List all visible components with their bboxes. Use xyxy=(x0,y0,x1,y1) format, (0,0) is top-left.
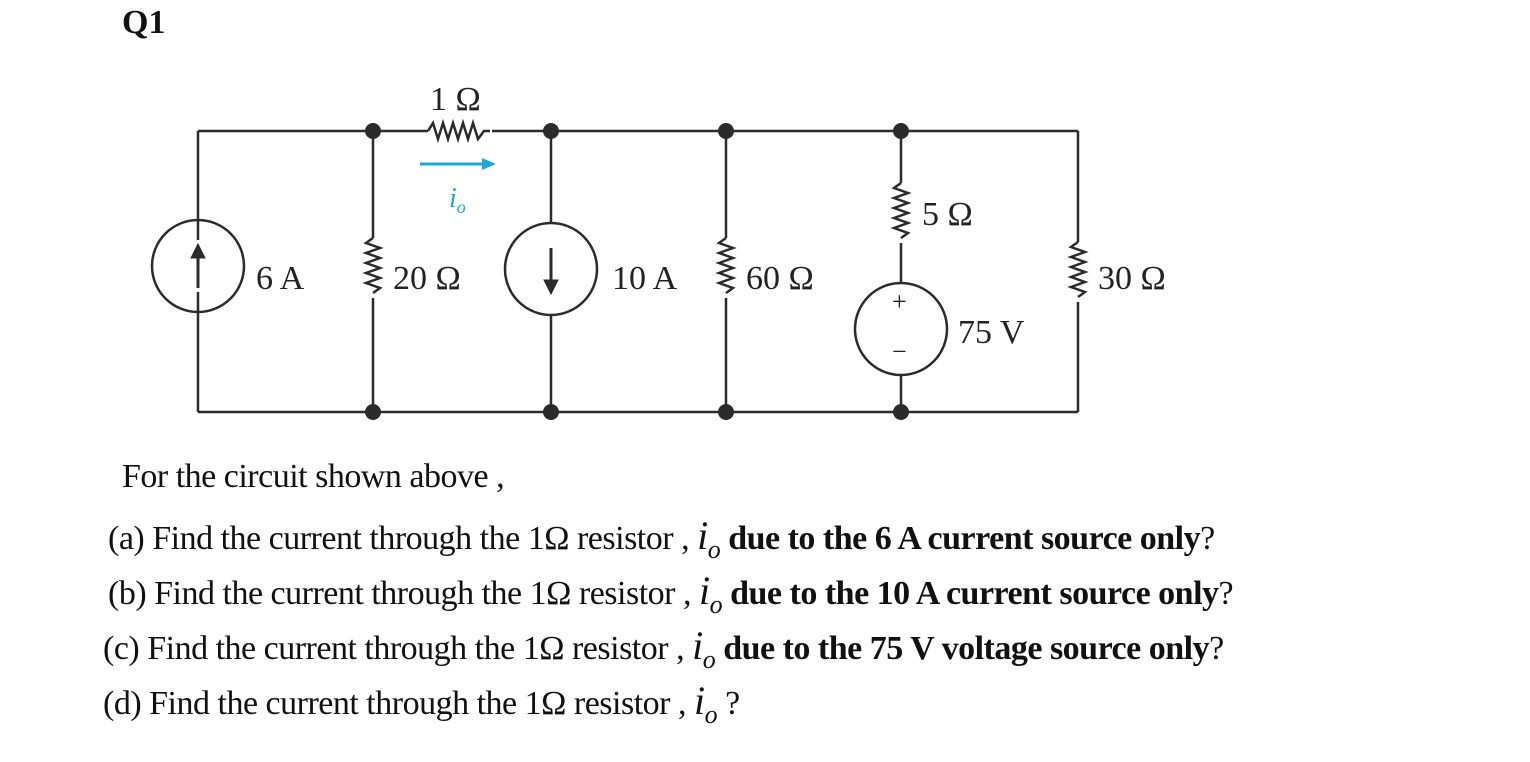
arrow-head-up-icon xyxy=(190,242,206,259)
node-bottom-4 xyxy=(893,404,909,420)
node-bottom-3 xyxy=(718,404,734,420)
label-plus: + xyxy=(892,287,907,316)
resistor-60-ohm xyxy=(715,236,737,295)
label-1-ohm: 1 Ω xyxy=(430,81,481,118)
node-top-4 xyxy=(893,123,909,139)
label-20-ohm: 20 Ω xyxy=(393,260,461,297)
question-d-prefix: (d) Find the current through the 1Ω resi… xyxy=(103,685,686,722)
resistor-5-ohm xyxy=(890,181,912,240)
question-d-suffix: ? xyxy=(725,685,740,722)
circuit-diagram: 1 Ω io 6 A 20 Ω 10 A 60 Ω 5 Ω + − 75 V 3… xyxy=(150,81,1166,420)
label-60-ohm: 60 Ω xyxy=(746,260,814,297)
label-io-symbol: i xyxy=(449,183,457,214)
node-top-1 xyxy=(365,123,381,139)
label-10a: 10 A xyxy=(612,260,678,297)
question-a-bold: due to the 6 A current source only xyxy=(728,520,1201,557)
resistor-1-ohm xyxy=(426,118,490,144)
question-c-bold: due to the 75 V voltage source only xyxy=(723,630,1210,667)
question-d: (d) Find the current through the 1Ω resi… xyxy=(103,677,740,730)
node-top-2 xyxy=(543,123,559,139)
question-heading: Q1 xyxy=(122,4,166,41)
label-6a: 6 A xyxy=(256,260,305,297)
question-a-io: io xyxy=(697,513,721,564)
question-d-io: io xyxy=(693,678,718,729)
arrow-head-down-icon xyxy=(543,279,559,296)
question-a: (a) Find the current through the 1Ω resi… xyxy=(108,512,1215,565)
node-bottom-1 xyxy=(365,404,381,420)
question-c: (c) Find the current through the 1Ω resi… xyxy=(103,622,1224,675)
resistor-20-ohm xyxy=(362,236,384,295)
question-c-suffix: ? xyxy=(1209,630,1224,667)
current-source-6a xyxy=(150,218,246,314)
intro-text: For the circuit shown above , xyxy=(122,458,505,495)
question-b-prefix: (b) Find the current through the 1Ω resi… xyxy=(108,575,691,612)
label-io: io xyxy=(449,183,466,217)
question-b-suffix: ? xyxy=(1218,575,1234,612)
label-75v: 75 V xyxy=(958,314,1025,351)
node-top-3 xyxy=(718,123,734,139)
label-30-ohm: 30 Ω xyxy=(1098,260,1166,297)
label-minus: − xyxy=(892,337,907,366)
current-source-10a xyxy=(503,221,599,317)
label-io-sub: o xyxy=(457,197,466,217)
resistor-30-ohm xyxy=(1067,240,1089,299)
question-a-prefix: (a) Find the current through the 1Ω resi… xyxy=(108,520,690,557)
node-bottom-2 xyxy=(543,404,559,420)
question-c-prefix: (c) Find the current through the 1Ω resi… xyxy=(103,630,685,667)
io-arrow-head-icon xyxy=(482,158,496,170)
question-a-suffix: ? xyxy=(1200,520,1215,557)
question-c-io: io xyxy=(692,623,716,674)
question-b-bold: due to the 10 A current source only xyxy=(730,575,1219,612)
question-b: (b) Find the current through the 1Ω resi… xyxy=(108,567,1234,620)
question-b-io: io xyxy=(698,568,723,619)
label-5-ohm: 5 Ω xyxy=(922,196,973,233)
voltage-source-75v xyxy=(853,281,949,377)
